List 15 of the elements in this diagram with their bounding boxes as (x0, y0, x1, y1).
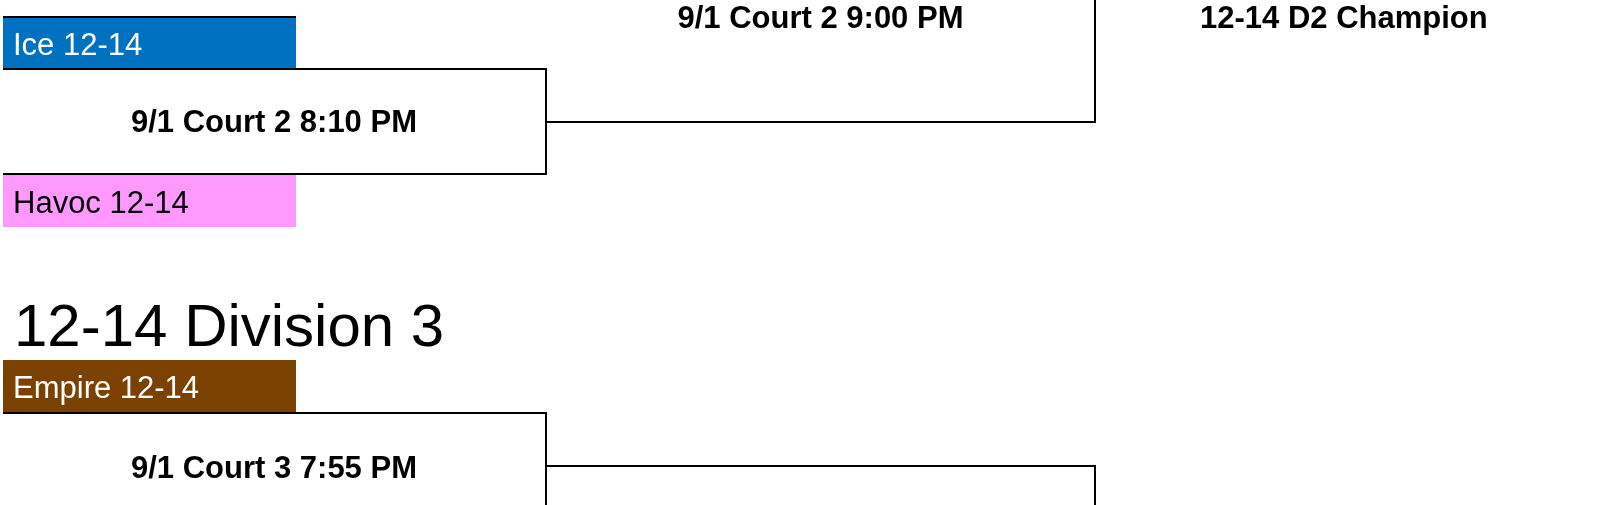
champion-label: 12-14 D2 Champion (1200, 2, 1488, 33)
match-time: 9/1 Court 2 8:10 PM (130, 103, 418, 140)
team-name: Empire 12-14 (13, 370, 200, 406)
match-box (3, 68, 547, 175)
team-bar (3, 175, 296, 227)
team-name: Ice 12-14 (13, 27, 143, 63)
match-time: 9/1 Court 2 9:00 PM (676, 0, 965, 36)
team-bar (3, 360, 296, 413)
match-box (547, 0, 1096, 123)
match-box (3, 412, 547, 505)
bracket-box (547, 465, 1096, 505)
team-bar (3, 16, 296, 69)
team-name: Havoc 12-14 (13, 184, 189, 221)
match-time: 9/1 Court 3 7:55 PM (130, 450, 418, 486)
division-heading: 12-14 Division 3 (14, 296, 445, 356)
